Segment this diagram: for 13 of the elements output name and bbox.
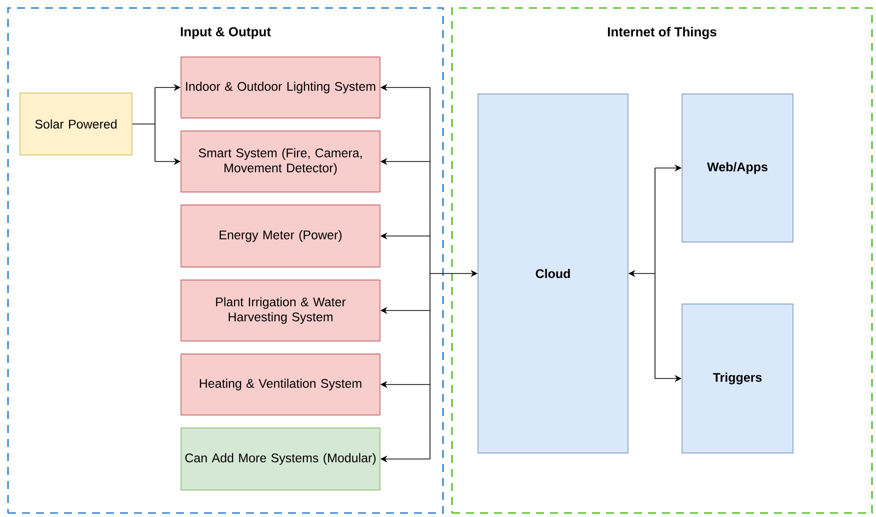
system-box: Plant Irrigation & Water Harvesting System (180, 280, 380, 342)
system-box: Heating & Ventilation System (180, 354, 380, 416)
cloud-box: Cloud (478, 94, 628, 454)
connector-trunk (132, 87, 156, 162)
system-box: Indoor & Outdoor Lighting System (180, 56, 380, 118)
service-box: Triggers (682, 304, 794, 454)
group-title: Input & Output (180, 27, 271, 39)
group-title: Internet of Things (608, 26, 716, 40)
system-box: Energy Meter (Power) (180, 204, 380, 268)
service-box: Web/Apps (682, 94, 794, 242)
source-box: Solar Powered (20, 92, 132, 156)
system-box: Can Add More Systems (Modular) (180, 428, 380, 490)
system-box: Smart System (Fire, Camera, Movement Detector) (180, 130, 380, 192)
